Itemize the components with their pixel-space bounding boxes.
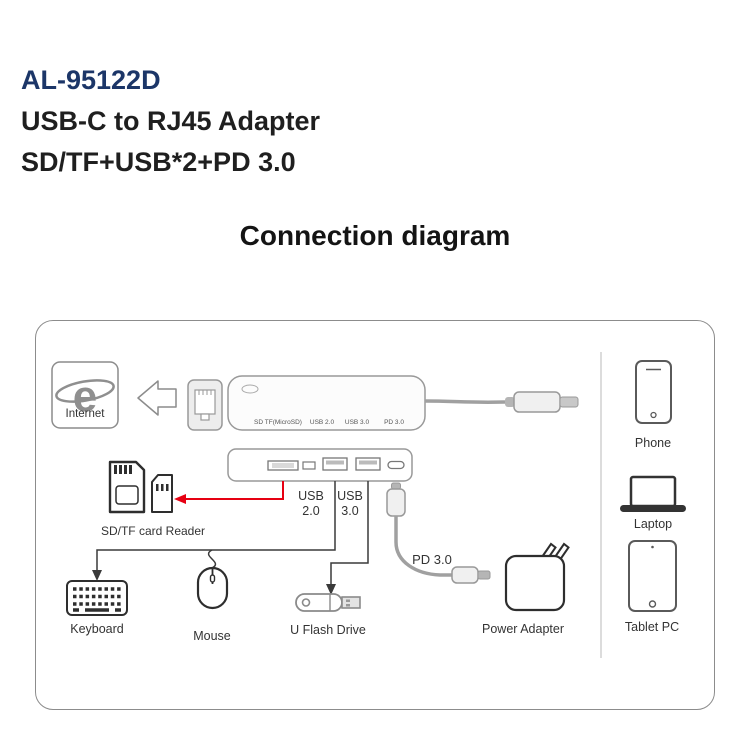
uflash-drive-icon [295,593,361,612]
product-title-line2: SD/TF+USB*2+PD 3.0 [21,147,296,177]
tf-card-icon [151,474,173,513]
usb-connection-lines [92,481,369,595]
usbc-port [387,460,405,470]
hub-front-view [227,448,413,482]
keyboard-icon [66,580,128,616]
usb3-label: USB 3.0 [337,489,363,519]
tablet-label: Tablet PC [624,620,680,634]
left-arrow-icon [137,380,177,416]
hub-label-sdtf: SD TF(MicroSD) [254,419,302,426]
usb2-label-line2: 2.0 [302,504,320,518]
section-title: Connection diagram [239,220,511,251]
hub-label-usb2: USB 2.0 [309,419,335,426]
card-reader-arrow [174,481,284,504]
diagram-frame [35,320,715,710]
product-title-line1: USB-C to RJ45 Adapter [21,106,321,136]
mouse-label: Mouse [193,629,231,643]
usb2-label: USB 2.0 [298,489,324,519]
tablet-icon [628,540,677,612]
hub-top-view [227,375,426,431]
sd-card-icon [108,460,146,514]
pd-cable [386,482,491,584]
usb3-label-line2: 3.0 [341,504,359,518]
power-adapter-icon [504,542,570,612]
hub-label-usb3: USB 3.0 [344,419,370,426]
laptop-icon [620,475,686,512]
pd-label: PD 3.0 [412,552,452,567]
usb2-label-line1: USB [298,489,324,503]
tf-slot [302,461,316,470]
keyboard-label: Keyboard [70,622,124,636]
uflash-label: U Flash Drive [290,623,366,637]
phone-label: Phone [634,436,672,450]
rj45-port-icon [187,379,223,431]
internet-label: Internet [65,408,105,420]
phone-icon [635,360,672,424]
card-reader-label: SD/TF card Reader [100,524,206,538]
mouse-icon [196,566,229,610]
usb3-label-line1: USB [337,489,363,503]
hub-cable-usbc-plug [424,391,579,413]
power-adapter-label: Power Adapter [482,622,564,636]
laptop-label: Laptop [633,517,673,531]
hub-label-pd: PD 3.0 [384,419,404,426]
header: AL-95122D USB-C to RJ45 Adapter SD/TF+US… [21,60,320,183]
internet-icon: e [51,361,119,429]
model-number: AL-95122D [21,65,161,95]
